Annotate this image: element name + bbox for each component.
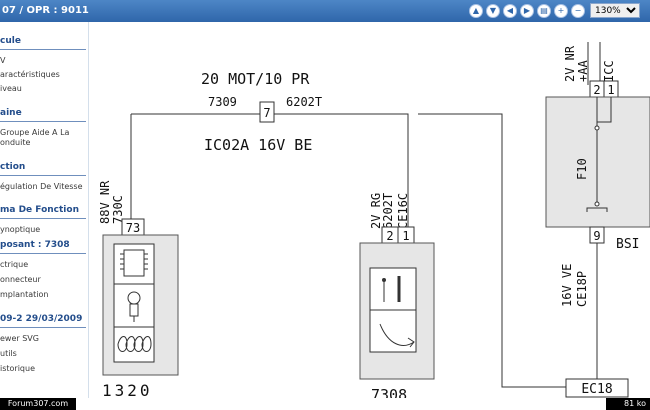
ec-connector-box — [565, 378, 629, 398]
ec-connector-label: EC18 — [581, 382, 612, 397]
junction-label: 7 — [263, 106, 270, 120]
sidebar-section-label: cule — [0, 36, 21, 46]
zoom-in-button[interactable]: + — [554, 3, 568, 18]
left-component-label: 1320 — [102, 381, 153, 398]
mid-connector-label-2: 6202T — [381, 193, 395, 229]
wiring-diagram: 7 20 MOT/10 PR 7309 6202T IC02A 16V BE 8… — [98, 42, 650, 398]
sidebar-item-caracteristiques[interactable]: aractéristiques — [0, 70, 60, 79]
wire-ec — [418, 113, 566, 388]
mid-pin-a-label: 2 — [386, 229, 393, 243]
sidebar-section-label: posant : 7308 — [0, 240, 70, 250]
divider — [0, 175, 86, 176]
sidebar-item-conduite[interactable]: onduite — [0, 138, 31, 147]
divider — [0, 327, 86, 328]
nav-down-button[interactable]: ▼ — [486, 3, 500, 18]
mid-pin-b-label: 1 — [402, 229, 409, 243]
sidebar-section-label: ction — [0, 162, 26, 172]
zoom-out-button[interactable]: − — [571, 3, 585, 18]
sensor-icon — [127, 291, 141, 322]
footer-size-label: 81 ko — [606, 398, 650, 410]
pedal-icon — [379, 323, 415, 348]
sidebar-item-niveau[interactable]: iveau — [0, 84, 22, 93]
sidebar-item-synoptique[interactable]: ynoptique — [0, 225, 41, 234]
toolbar: ▲ ▼ ◀ ▶ ▤ + − 130% — [469, 3, 640, 18]
junction-box — [259, 101, 275, 123]
harness-mid-label: IC02A 16V BE — [204, 136, 312, 154]
right-top-label-2: +AA — [576, 60, 590, 82]
fuse-label: F10 — [575, 158, 589, 180]
fuse-icon — [586, 125, 608, 212]
sidebar-section-vehicule: cule — [0, 36, 86, 50]
sidebar-section-label: ma De Fonction — [0, 205, 79, 215]
left-connector-label-2: 730C — [111, 195, 125, 224]
bsi-label: BSI — [616, 237, 639, 252]
divider — [0, 253, 86, 254]
sidebar-item-outils[interactable]: utils — [0, 349, 17, 358]
sidebar: cule V aractéristiques iveau aine Groupe… — [0, 22, 89, 398]
sidebar-section-label: aine — [0, 108, 22, 118]
footer-site-label: Forum307.com — [0, 398, 76, 410]
mid-connector-label-1: 2V RG — [369, 193, 383, 229]
left-connector-label-1: 88V NR — [98, 180, 112, 224]
status-bar: Forum307.com 81 ko — [0, 398, 650, 410]
nav-up-button[interactable]: ▲ — [469, 3, 483, 18]
sidebar-item-v[interactable]: V — [0, 56, 6, 65]
right-pin-a-label: 2 — [593, 83, 600, 97]
mid-component-label: 7308 — [371, 386, 407, 398]
sidebar-item-connecteur[interactable]: onnecteur — [0, 275, 41, 284]
coil-icon — [117, 336, 152, 352]
divider — [0, 121, 86, 122]
right-top-label-3: ICC — [602, 60, 616, 82]
nav-back-button[interactable]: ◀ — [503, 3, 517, 18]
sidebar-section-version: 09-2 29/03/2009 — [0, 314, 86, 328]
right-pin-bottom-label: 9 — [593, 229, 600, 243]
wire-right-label: 6202T — [286, 95, 322, 109]
harness-top-label: 20 MOT/10 PR — [201, 70, 310, 88]
ic-chip-icon — [120, 249, 148, 277]
right-pin-b-label: 1 — [607, 83, 614, 97]
mid-connector-label-3: CE16C — [396, 193, 410, 229]
right-bottom-label-2: CE18P — [575, 271, 589, 307]
sidebar-section-label: 09-2 29/03/2009 — [0, 314, 83, 324]
sidebar-item-groupe[interactable]: Groupe Aide A La — [0, 128, 70, 137]
sidebar-section-schema: ma De Fonction — [0, 205, 86, 219]
wire-main — [131, 113, 409, 230]
switch-icon — [382, 276, 401, 302]
left-pin-label: 73 — [126, 221, 140, 235]
wire-left-label: 7309 — [208, 95, 237, 109]
right-bottom-label-1: 16V VE — [560, 264, 574, 307]
sidebar-item-implantation[interactable]: mplantation — [0, 290, 49, 299]
sidebar-item-historique[interactable]: istorique — [0, 364, 36, 373]
sidebar-item-regulation[interactable]: égulation De Vitesse — [0, 182, 83, 191]
sidebar-section-fonction: ction — [0, 162, 86, 176]
title-bar: 07 / OPR : 9011 ▲ ▼ ◀ ▶ ▤ + − 130% — [0, 0, 650, 22]
sidebar-item-viewer[interactable]: ewer SVG — [0, 334, 39, 343]
divider — [0, 218, 86, 219]
print-button[interactable]: ▤ — [537, 3, 551, 18]
sidebar-item-electrique[interactable]: ctrique — [0, 260, 29, 269]
right-pin-bottom-box — [589, 226, 605, 244]
nav-forward-button[interactable]: ▶ — [520, 3, 534, 18]
divider — [0, 49, 86, 50]
sidebar-section-composant: posant : 7308 — [0, 240, 86, 254]
zoom-select[interactable]: 130% — [590, 3, 640, 18]
right-top-label-1: 2V NR — [563, 45, 577, 82]
window-title: 07 / OPR : 9011 — [2, 5, 89, 16]
sidebar-section-domaine: aine — [0, 108, 86, 122]
